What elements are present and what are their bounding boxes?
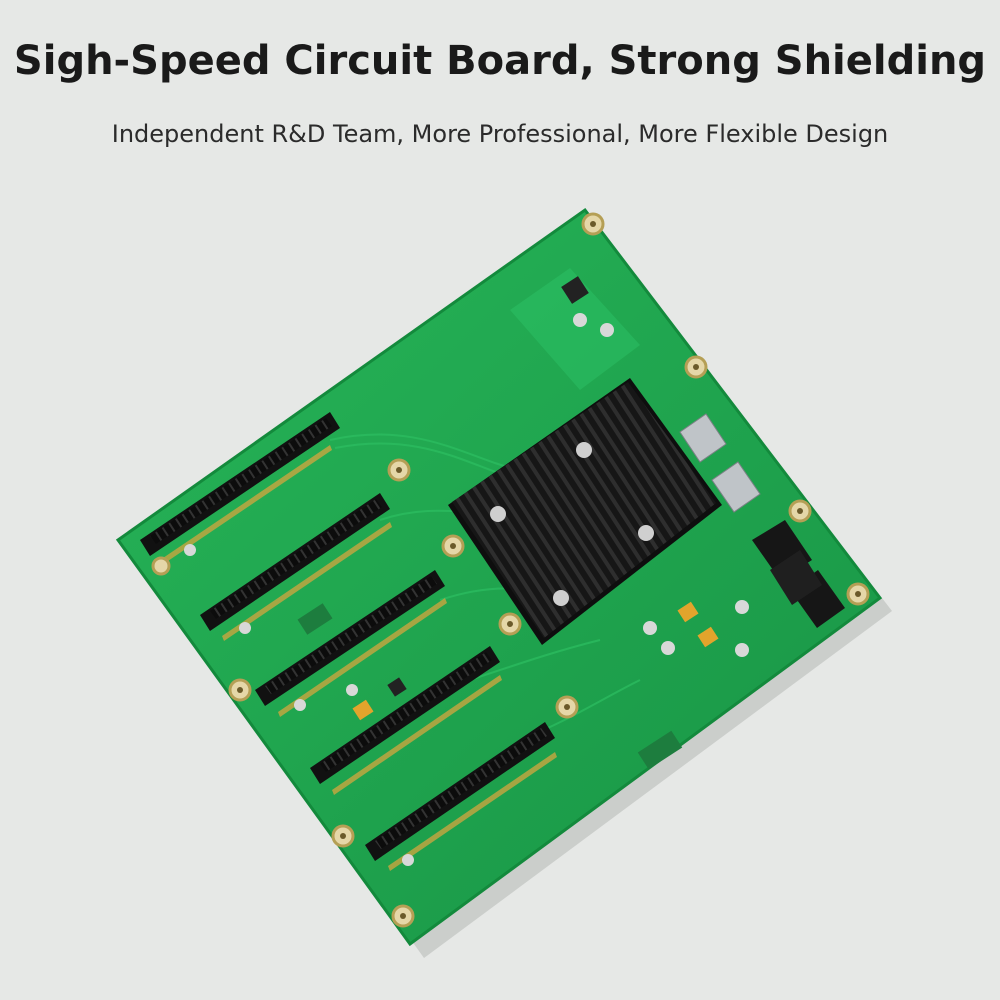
screw-icon [638, 525, 654, 541]
components [184, 276, 749, 866]
pcie-slot-1 [140, 412, 340, 556]
connector-pins [160, 445, 557, 871]
mounting-hole-icon [151, 556, 171, 576]
page-subtitle: Independent R&D Team, More Professional,… [111, 120, 889, 148]
pcie-slot-5 [365, 722, 555, 861]
shield-region [510, 268, 640, 390]
pcie-slot-3 [255, 570, 445, 706]
pcie-slot-2 [200, 493, 390, 631]
pcie-slots [140, 412, 555, 861]
page-title: Sigh-Speed Circuit Board, Strong Shieldi… [13, 38, 987, 84]
pcie-slot-4 [310, 646, 500, 784]
heatsink [448, 378, 722, 645]
sas-connectors [679, 413, 761, 513]
screw-icon [490, 506, 506, 522]
power-connectors [752, 520, 845, 628]
screw-icon [553, 590, 569, 606]
mounting-holes [151, 212, 870, 928]
screw-icon [576, 442, 592, 458]
